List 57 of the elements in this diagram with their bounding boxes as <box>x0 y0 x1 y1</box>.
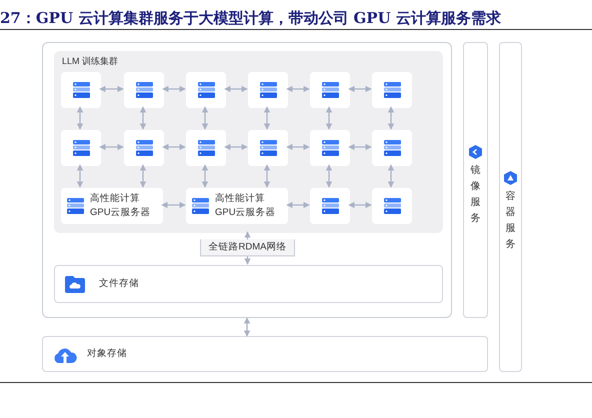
double-arrow <box>348 202 372 208</box>
server-card <box>61 72 101 108</box>
double-arrow <box>161 202 186 208</box>
figure-title: 27：GPU 云计算集群服务于大模型计算，带动公司 GPU 云计算服务需求 <box>0 8 501 29</box>
double-arrow <box>286 144 310 150</box>
double-arrow <box>76 164 84 188</box>
edge-label: 全链路RDMA网络 <box>200 239 296 257</box>
server-card <box>124 72 164 108</box>
double-arrow <box>326 164 332 188</box>
double-arrow <box>202 106 208 130</box>
double-arrow <box>99 144 124 150</box>
server-card <box>186 130 226 166</box>
double-arrow <box>348 86 372 92</box>
double-arrow <box>286 202 310 208</box>
storage-label: 对象存储 <box>87 346 127 361</box>
double-arrow <box>224 144 248 150</box>
server-card <box>124 130 164 166</box>
double-arrow <box>140 106 146 130</box>
outer-frame <box>42 42 452 318</box>
double-arrow <box>264 106 270 130</box>
double-arrow <box>162 144 186 150</box>
cluster-panel <box>54 51 443 233</box>
server-card <box>372 188 412 224</box>
double-arrow <box>244 317 250 337</box>
storage-panel <box>54 265 443 303</box>
server-card <box>186 72 226 108</box>
double-arrow <box>264 164 270 188</box>
double-arrow <box>388 164 394 188</box>
server-card <box>310 72 350 108</box>
double-arrow <box>140 164 146 188</box>
service-column <box>499 42 522 372</box>
cluster-title: LLM 训练集群 <box>62 55 118 68</box>
server-card <box>372 72 412 108</box>
vertical-label: 容器服务 <box>506 190 516 252</box>
double-arrow <box>286 86 310 92</box>
double-arrow <box>388 106 394 130</box>
vertical-label: 镜像服务 <box>470 164 480 226</box>
server-card <box>310 188 350 224</box>
server-card <box>372 130 412 166</box>
server-label: 高性能计算 GPU云服务器 <box>215 192 277 220</box>
double-arrow <box>162 86 186 92</box>
double-arrow <box>326 106 332 130</box>
storage-label: 文件存储 <box>99 276 139 291</box>
server-card <box>310 130 350 166</box>
server-card <box>61 130 101 166</box>
server-card <box>61 188 163 224</box>
storage-panel <box>42 336 488 372</box>
double-arrow <box>99 86 124 92</box>
double-arrow <box>76 106 84 130</box>
server-card <box>186 188 288 224</box>
server-card <box>248 72 288 108</box>
service-column <box>463 42 488 318</box>
server-card <box>248 130 288 166</box>
double-arrow <box>348 144 372 150</box>
server-label: 高性能计算 GPU云服务器 <box>90 192 152 220</box>
double-arrow <box>224 86 248 92</box>
double-arrow <box>202 164 208 188</box>
